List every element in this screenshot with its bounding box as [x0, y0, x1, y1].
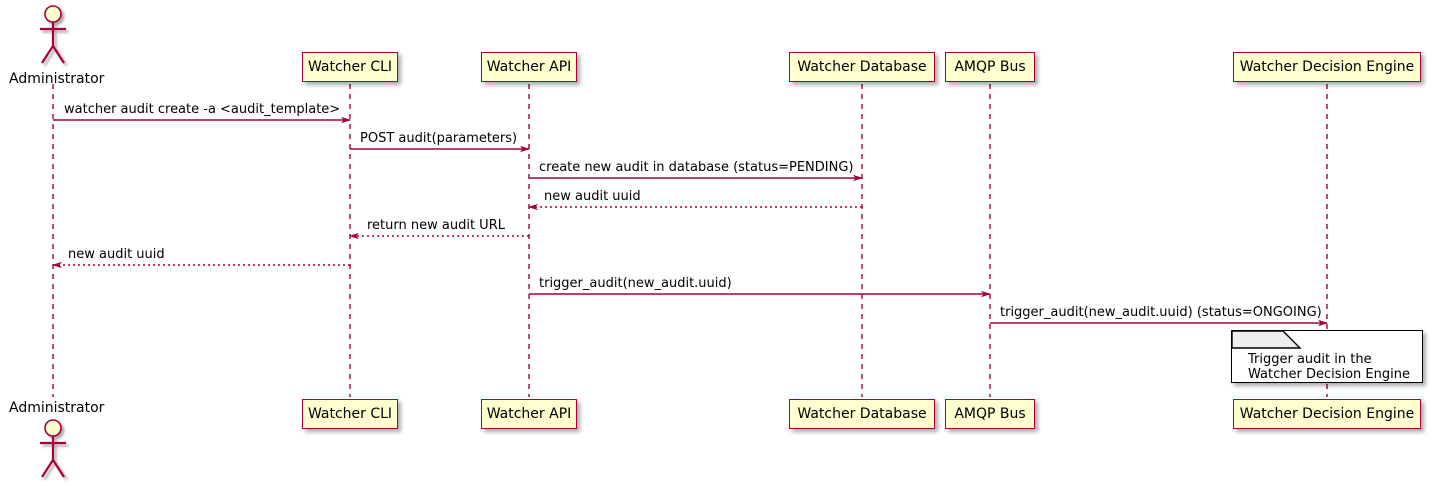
- participant-box-amqp-bus-top[interactable]: AMQP Bus: [945, 52, 1035, 82]
- participant-label-watcher-database: Watcher Database: [797, 406, 927, 422]
- participant-box-amqp-bus-bottom[interactable]: AMQP Bus: [945, 399, 1035, 429]
- participant-label-watcher-decision-engine: Watcher Decision Engine: [1239, 406, 1415, 422]
- actor-limb-2: [41, 459, 54, 478]
- message-label-msg-7: trigger_audit(new_audit.uuid): [539, 276, 732, 291]
- participant-box-watcher-database-bottom[interactable]: Watcher Database: [789, 399, 935, 429]
- actor-administrator-top-label: Administrator: [9, 71, 105, 87]
- participant-box-watcher-api-bottom[interactable]: Watcher API: [481, 399, 577, 429]
- actor-administrator-bottom-figure: [40, 419, 66, 478]
- participant-label-watcher-api: Watcher API: [486, 406, 572, 422]
- participant-box-watcher-decision-engine-bottom[interactable]: Watcher Decision Engine: [1233, 399, 1421, 429]
- actor-limb-3: [52, 459, 65, 478]
- actor-figures-group: [40, 5, 66, 478]
- ref-fragment-text: Trigger audit in the Watcher Decision En…: [1248, 352, 1410, 382]
- actor-limb-3: [52, 45, 65, 64]
- participant-label-amqp-bus: AMQP Bus: [954, 406, 1026, 422]
- message-label-msg-6: new audit uuid: [68, 247, 165, 262]
- message-label-msg-8: trigger_audit(new_audit.uuid) (status=ON…: [1000, 305, 1322, 320]
- message-label-msg-4: new audit uuid: [544, 189, 641, 204]
- participant-box-watcher-decision-engine-top[interactable]: Watcher Decision Engine: [1233, 52, 1421, 82]
- participant-box-watcher-api-top[interactable]: Watcher API: [481, 52, 577, 82]
- actor-administrator-bottom-label: Administrator: [9, 400, 105, 416]
- participant-label-watcher-cli: Watcher CLI: [307, 406, 393, 422]
- participant-box-watcher-database-top[interactable]: Watcher Database: [789, 52, 935, 82]
- message-label-msg-1: watcher audit create -a <audit_template>: [64, 102, 341, 117]
- message-arrows-group: [52, 116, 1328, 327]
- message-label-msg-2: POST audit(parameters): [360, 131, 518, 146]
- message-label-msg-5: return new audit URL: [367, 218, 505, 233]
- message-label-msg-3: create new audit in database (status=PEN…: [539, 160, 854, 175]
- participant-label-watcher-cli: Watcher CLI: [307, 59, 393, 75]
- ref-fragment-tab-label: ref: [1243, 334, 1264, 349]
- actor-limb-2: [41, 45, 54, 64]
- participant-label-watcher-api: Watcher API: [486, 59, 572, 75]
- participant-box-watcher-cli-top[interactable]: Watcher CLI: [302, 52, 398, 82]
- participant-label-watcher-database: Watcher Database: [797, 59, 927, 75]
- participant-label-amqp-bus: AMQP Bus: [954, 59, 1026, 75]
- participant-label-watcher-decision-engine: Watcher Decision Engine: [1239, 59, 1415, 75]
- actor-administrator-top-figure: [40, 5, 66, 64]
- participant-box-watcher-cli-bottom[interactable]: Watcher CLI: [302, 399, 398, 429]
